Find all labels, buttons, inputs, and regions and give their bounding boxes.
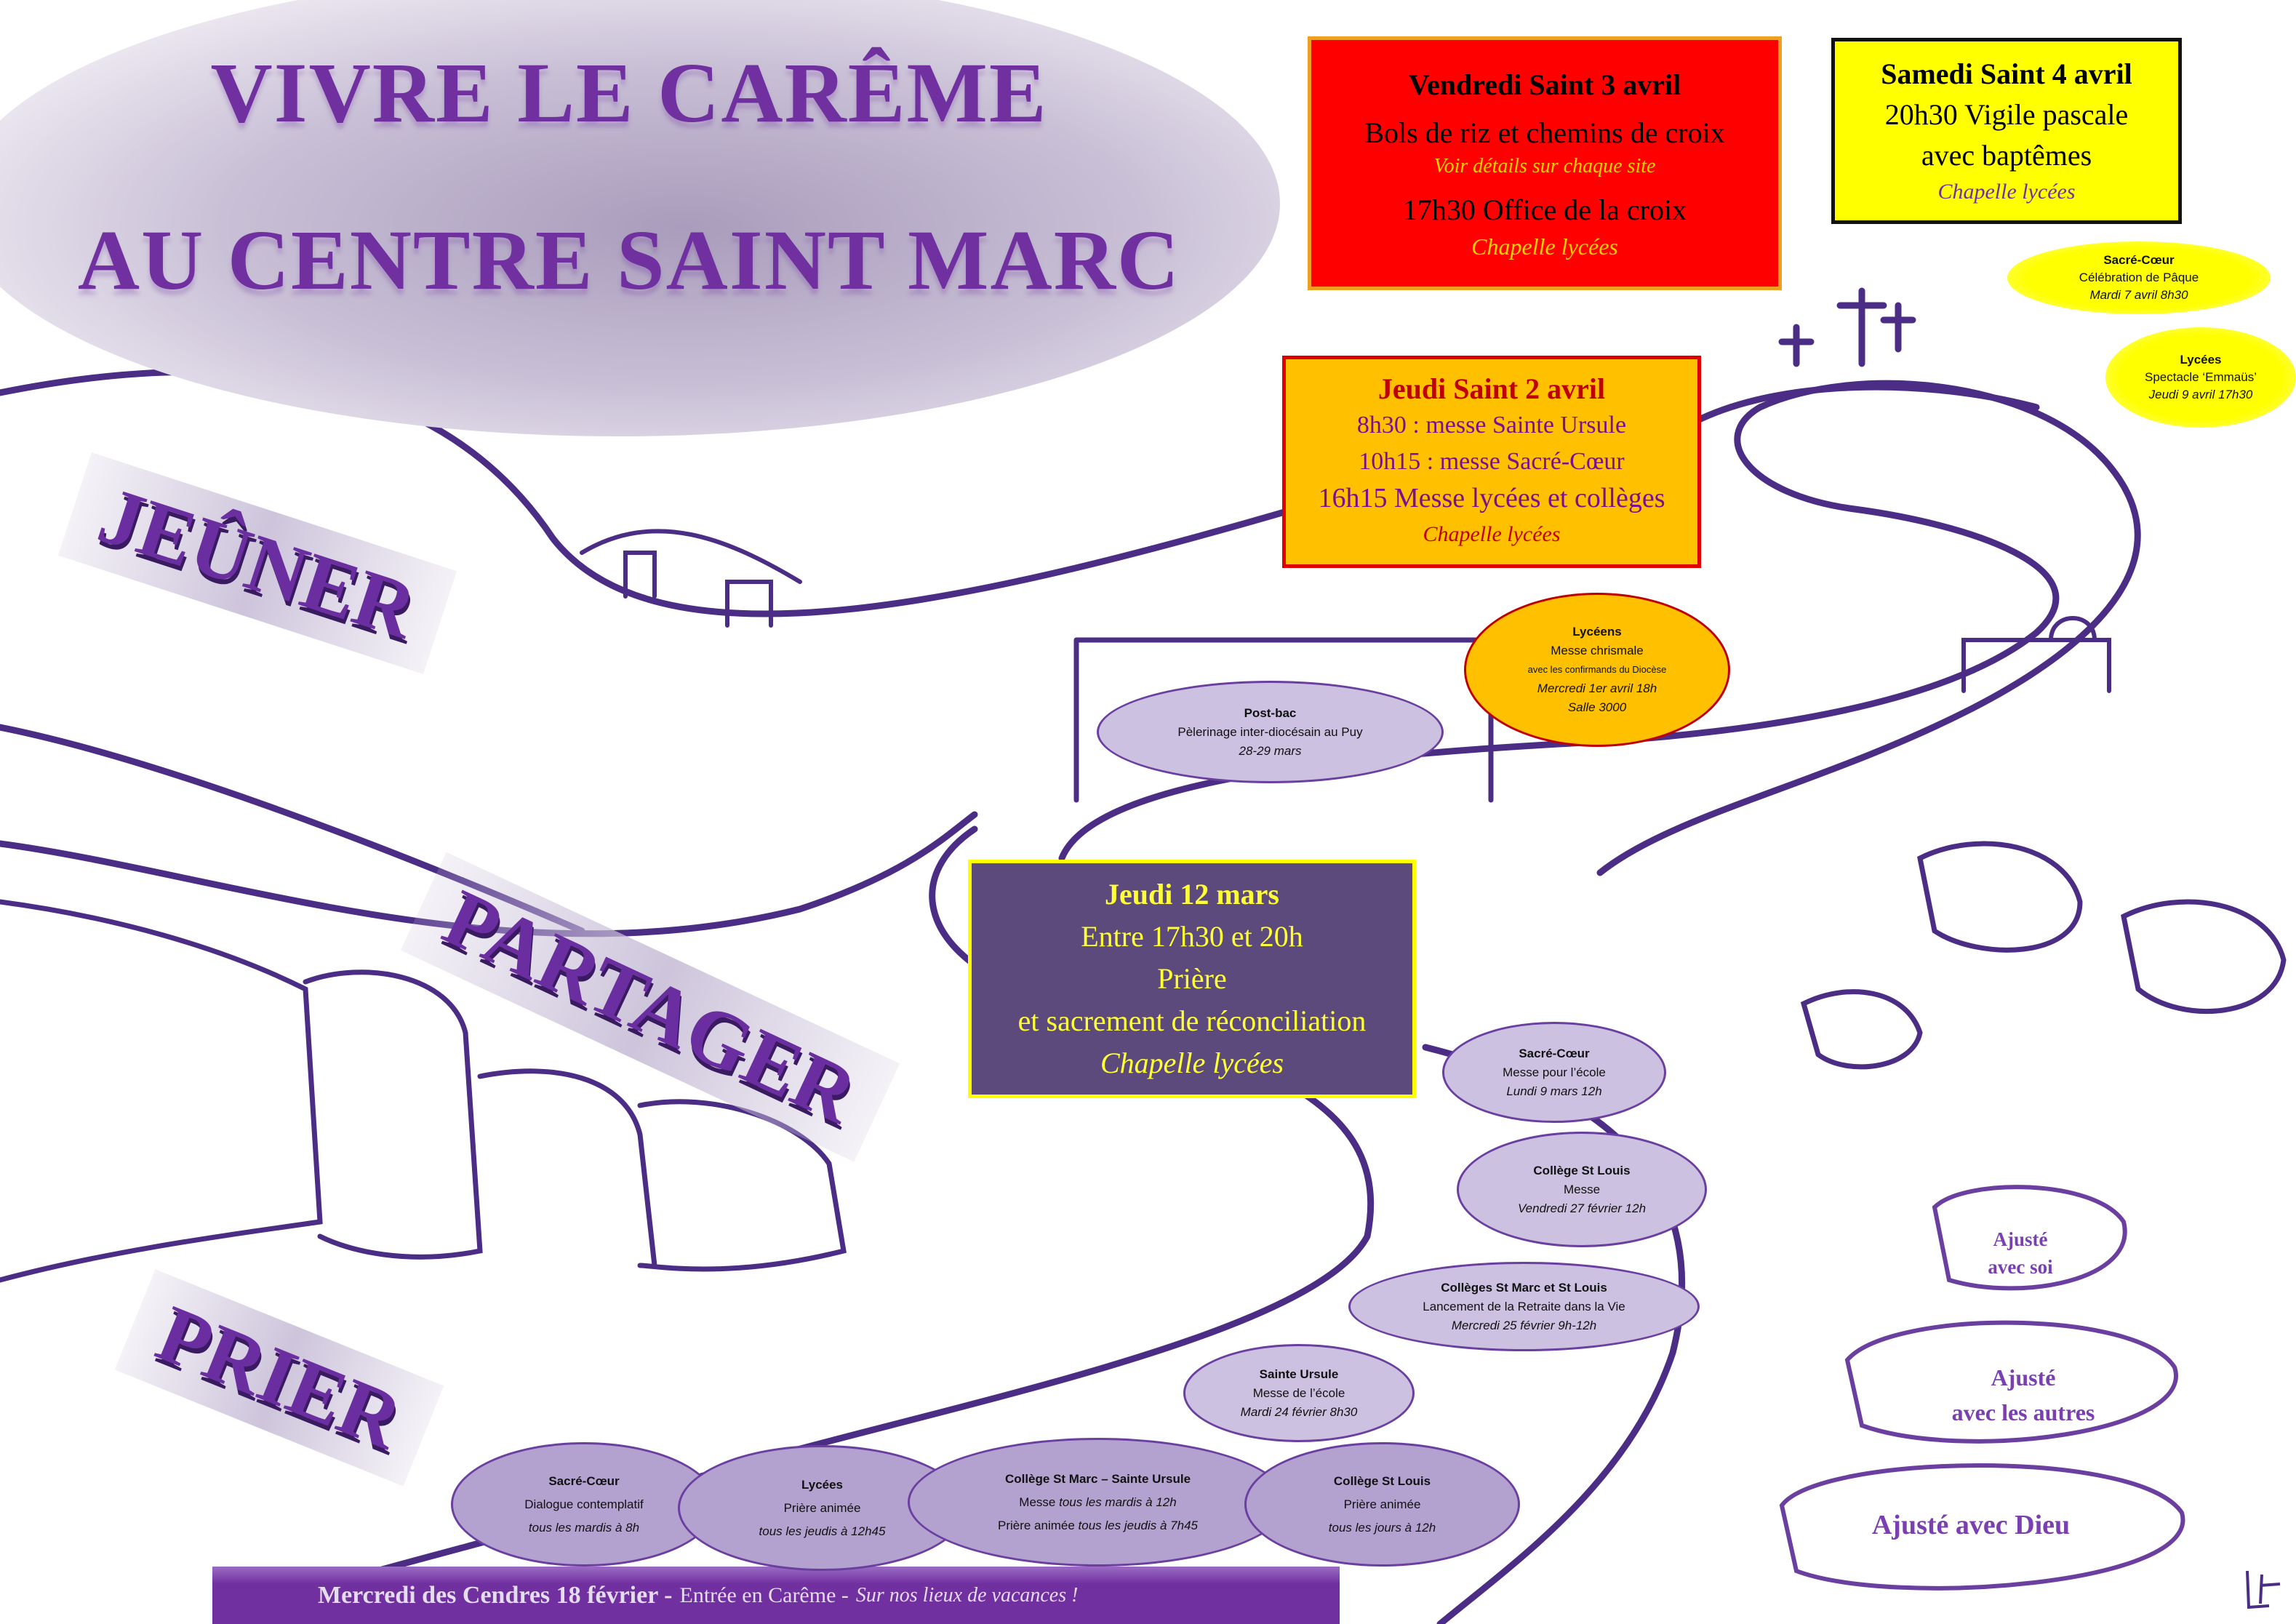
reconciliation-line1: Entre 17h30 et 20h (1081, 920, 1303, 953)
event-st-marc-ursule: Collège St Marc – Sainte Ursule Messe to… (908, 1438, 1288, 1567)
event-who: Sacré-Cœur (548, 1473, 620, 1488)
event-when: Vendredi 27 février 12h (1517, 1201, 1647, 1215)
title-line-1: VIVRE LE CARÊME (210, 45, 1048, 140)
event-who: Post-bac (1244, 705, 1297, 720)
event-when: Mercredi 25 février 9h-12h (1451, 1318, 1597, 1332)
stone-avec-dieu: Ajusté avec Dieu (1871, 1510, 2071, 1540)
event-when: Mercredi 1er avril 18h (1537, 681, 1657, 695)
reconciliation-line2: Prière (1157, 962, 1227, 995)
vendredi-heading: Vendredi Saint 3 avril (1408, 68, 1681, 101)
event-what: Lancement de la Retraite dans la Vie (1423, 1299, 1625, 1313)
banner-main: Mercredi des Cendres 18 février - (318, 1581, 673, 1609)
reconciliation-line3: et sacrement de réconciliation (1017, 1004, 1367, 1037)
event-when: tous les mardis à 12h (1059, 1495, 1177, 1509)
jeudi-saint-line1: 8h30 : messe Sainte Ursule (1356, 412, 1627, 439)
event-who: Lycées (2180, 353, 2222, 367)
event-what: Messe pour l’école (1503, 1065, 1606, 1079)
event-when: 28-29 mars (1239, 743, 1302, 758)
event-what: Célébration de Pâque (2079, 271, 2199, 284)
event-when: Mardi 7 avril 8h30 (2089, 288, 2188, 302)
banner-sub: Entrée en Carême - (679, 1583, 849, 1607)
event-who: Collège St Louis (1333, 1473, 1431, 1488)
event-when: Mardi 24 février 8h30 (1240, 1404, 1358, 1419)
event-what: Dialogue contemplatif (524, 1497, 644, 1511)
samedi-line1: 20h30 Vigile pascale (1884, 98, 2129, 131)
event-note: avec les confirmands du Diocèse (1527, 664, 1667, 675)
event-who: Sacré-Cœur (2103, 253, 2175, 267)
title-line-2: AU CENTRE SAINT MARC (77, 212, 1181, 308)
vendredi-line1: Bols de riz et chemins de croix (1364, 116, 1725, 149)
event-what: Messe (1563, 1182, 1601, 1196)
banner-note: Sur nos lieux de vacances ! (855, 1583, 1079, 1607)
jeudi-saint-heading: Jeudi Saint 2 avril (1377, 372, 1606, 405)
event-when: tous les jours à 12h (1328, 1520, 1436, 1535)
samedi-line2: avec baptêmes (1921, 139, 2092, 172)
event-who: Sainte Ursule (1259, 1367, 1339, 1381)
event-when: Jeudi 9 avril 17h30 (2148, 388, 2253, 401)
vendredi-place: Chapelle lycées (1471, 233, 1618, 260)
vendredi-line2: 17h30 Office de la croix (1402, 193, 1687, 226)
samedi-place: Chapelle lycées (1937, 180, 2076, 204)
event-what: Prière animée (1343, 1497, 1421, 1511)
event-who: Lycéens (1572, 625, 1622, 639)
vendredi-saint-box: Vendredi Saint 3 avril Bols de riz et ch… (1308, 36, 1782, 290)
stone-avec-les-autres: Ajusté avec les autres (1876, 1360, 2170, 1430)
event-what: Messe chrismale (1551, 644, 1644, 657)
event-what: Prière animée (783, 1500, 861, 1515)
jeudi-saint-place: Chapelle lycées (1423, 522, 1561, 546)
event-what: Prière animée (997, 1518, 1075, 1532)
event-when: tous les jeudis à 7h45 (1078, 1518, 1198, 1532)
signature-logo (2246, 1570, 2281, 1609)
jeudi-saint-box: Jeudi Saint 2 avril 8h30 : messe Sainte … (1282, 356, 1701, 568)
reconciliation-place: Chapelle lycées (1100, 1047, 1284, 1079)
title-background (0, 0, 1280, 436)
event-what: Spectacle ‘Emmaüs’ (2144, 370, 2257, 384)
event-when: tous les mardis à 8h (528, 1520, 640, 1535)
event-who: Sacré-Cœur (1519, 1046, 1590, 1060)
stone-label: avec soi (1988, 1256, 2053, 1278)
event-what: Messe (1019, 1495, 1056, 1509)
stone-label: Ajusté (1991, 1364, 2056, 1391)
event-what: Pèlerinage inter-diocésain au Puy (1177, 724, 1363, 739)
jeudi-saint-line3: 16h15 Messe lycées et collèges (1318, 483, 1665, 513)
ash-wednesday-banner: Mercredi des Cendres 18 février - Entrée… (212, 1567, 1340, 1624)
reconciliation-box: Jeudi 12 mars Entre 17h30 et 20h Prière … (968, 860, 1416, 1098)
event-who: Lycées (801, 1477, 844, 1492)
vendredi-note: Voir détails sur chaque site (1433, 154, 1656, 177)
event-who: Collège St Louis (1533, 1163, 1631, 1177)
event-where: Salle 3000 (1567, 700, 1627, 714)
event-when: tous les jeudis à 12h45 (759, 1524, 886, 1538)
event-who: Collège St Marc – Sainte Ursule (1004, 1471, 1191, 1486)
event-when: Lundi 9 mars 12h (1506, 1084, 1602, 1098)
stone-label: avec les autres (1951, 1399, 2095, 1425)
stone-avec-soi: Ajusté avec soi (1920, 1225, 2121, 1281)
stone-label: Ajusté (1993, 1228, 2048, 1250)
samedi-saint-box: Samedi Saint 4 avril 20h30 Vigile pascal… (1831, 38, 2182, 224)
event-who: Collèges St Marc et St Louis (1441, 1280, 1607, 1295)
event-what: Messe de l’école (1252, 1385, 1345, 1400)
jeudi-saint-line2: 10h15 : messe Sacré-Cœur (1359, 448, 1625, 475)
samedi-heading: Samedi Saint 4 avril (1881, 57, 2132, 90)
reconciliation-heading: Jeudi 12 mars (1105, 878, 1279, 911)
